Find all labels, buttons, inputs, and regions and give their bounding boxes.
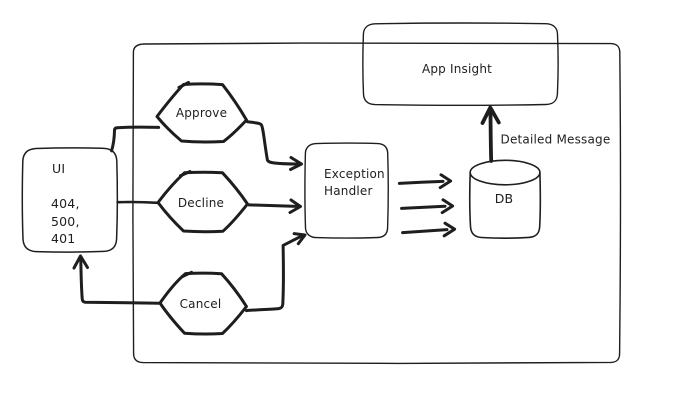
app-insight-box-shape <box>362 22 559 106</box>
arrow-cancel-to-ui-line <box>79 258 161 305</box>
line-ui-to-decline <box>116 200 159 205</box>
arrow-cancel-to-ui <box>72 254 161 305</box>
db-cylinder-body-shape <box>469 171 542 239</box>
db-label: DB <box>495 191 514 206</box>
exception-handler-node: Exception Handler <box>304 142 389 239</box>
exception-handler-label-line-2: Handler <box>324 184 373 198</box>
arrow-approve-to-handler-head <box>289 156 303 171</box>
arrow-approve-to-handler-line <box>246 120 300 166</box>
ui-box-shape <box>21 147 119 253</box>
approve-corner-stroke <box>177 81 190 89</box>
arrow-decline-to-handler-head <box>288 198 302 214</box>
edge-label-detailed-message: Detailed Message <box>501 133 611 147</box>
arrow-ui-to-approve-line <box>110 125 161 153</box>
cancel-label: Cancel <box>180 297 222 311</box>
app-insight-node: App Insight <box>362 22 559 106</box>
arrow-db-to-app-insight: Detailed Message <box>480 105 611 163</box>
decline-corner-stroke <box>179 170 192 178</box>
db-node: DB <box>469 159 542 239</box>
arrow-approve-to-handler <box>246 120 303 171</box>
ui-code-line-3: 401 <box>51 231 75 246</box>
line-ui-to-decline-line <box>116 200 159 205</box>
arrow-db-to-app-insight-head <box>480 105 501 125</box>
exception-handler-box-shape <box>304 142 389 239</box>
ui-code-line-2: 500, <box>51 214 80 229</box>
arrow-handler-to-db-2 <box>400 198 455 215</box>
approve-label: Approve <box>176 106 227 120</box>
arrow-handler-to-db-3-line <box>401 228 449 235</box>
arrow-decline-to-handler <box>247 198 302 214</box>
ui-title: UI <box>52 161 65 176</box>
arrow-handler-to-db-3 <box>401 221 457 238</box>
boundary-box-shape <box>132 42 622 365</box>
arrow-cancel-to-handler-line <box>245 234 304 313</box>
arrow-ui-to-approve <box>110 125 161 153</box>
app-insight-label: App Insight <box>422 62 492 76</box>
arrow-cancel-to-handler <box>245 232 307 313</box>
decline-label: Decline <box>178 196 224 210</box>
arrow-handler-to-db-1 <box>397 173 453 190</box>
cancel-corner-stroke <box>180 270 193 279</box>
arrow-cancel-to-handler-head <box>292 232 307 246</box>
cancel-node: Cancel <box>158 270 248 336</box>
arrow-decline-to-handler-line <box>247 203 299 208</box>
arrow-handler-to-db-2-line <box>400 204 447 210</box>
decline-node: Decline <box>156 170 249 234</box>
arrow-handler-to-db-2-head <box>440 198 455 215</box>
approve-node: Approve <box>155 81 248 144</box>
arrow-handler-to-db-1-line <box>397 179 445 185</box>
boundary-box <box>132 42 622 365</box>
arrow-handler-to-db-1-head <box>438 173 453 190</box>
arrow-db-to-app-insight-line <box>488 110 494 163</box>
exception-handler-label-line-1: Exception <box>324 167 385 181</box>
ui-node: UI 404, 500, 401 <box>21 147 119 253</box>
arrow-handler-to-db-3-head <box>442 221 457 238</box>
db-cylinder-top-ellipse <box>469 159 541 186</box>
ui-code-line-1: 404, <box>51 196 80 211</box>
arrow-cancel-to-ui-head <box>72 254 89 270</box>
